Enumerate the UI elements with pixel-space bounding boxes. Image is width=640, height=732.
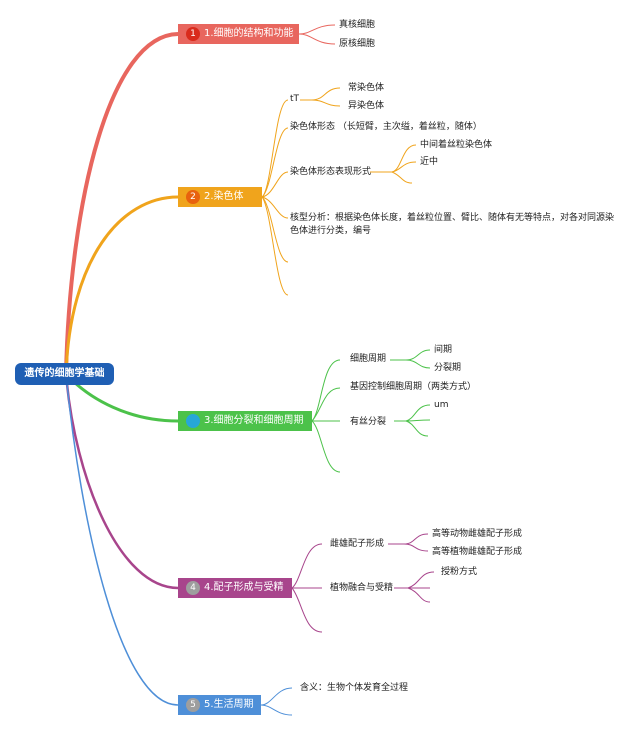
topic-label: 4.配子形成与受精: [204, 582, 284, 593]
node-fertilization[interactable]: 植物融合与受精: [330, 583, 394, 593]
node-heterochromatin[interactable]: 异染色体: [348, 101, 385, 111]
topic-gamete-formation[interactable]: 4 4.配子形成与受精: [178, 578, 292, 598]
node-animal-gametes[interactable]: 高等动物雌雄配子形成: [432, 529, 523, 539]
node-life-cycle-meaning[interactable]: 含义：生物个体发育全过程: [300, 683, 409, 693]
node-mitosis[interactable]: 有丝分裂: [350, 417, 387, 427]
node-interphase[interactable]: 间期: [434, 345, 453, 355]
globe-icon: [186, 414, 200, 428]
node-gamete-formation[interactable]: 雌雄配子形成: [330, 539, 385, 549]
topic-life-cycle[interactable]: 5 5.生活周期: [178, 695, 261, 715]
node-pollination[interactable]: 授粉方式: [441, 567, 478, 577]
number-1-icon: 1: [186, 27, 200, 41]
node-metacentric[interactable]: 中间着丝粒染色体: [420, 140, 493, 150]
topic-cell-division[interactable]: 3.细胞分裂和细胞周期: [178, 411, 312, 431]
node-euchromatin[interactable]: 常染色体: [348, 83, 385, 93]
topic-label: 5.生活周期: [204, 699, 254, 710]
node-karyotype-analysis[interactable]: 核型分析：根据染色体长度，着丝粒位置、臂比、随体有无等特点，对各对同源染色体进行…: [290, 213, 615, 236]
root-topic[interactable]: 遗传的细胞学基础: [15, 363, 114, 385]
node-eukaryote[interactable]: 真核细胞: [339, 20, 376, 30]
node-mitotic-phase[interactable]: 分裂期: [434, 363, 462, 373]
node-submetacentric[interactable]: 近中: [420, 157, 439, 167]
node-prokaryote[interactable]: 原核细胞: [339, 39, 376, 49]
topic-cell-structure[interactable]: 1 1.细胞的结构和功能: [178, 24, 299, 44]
topic-chromosome[interactable]: 2 2.染色体: [178, 187, 262, 207]
topic-label: 2.染色体: [204, 191, 244, 202]
node-tt[interactable]: tT: [290, 94, 300, 104]
number-4-icon: 4: [186, 581, 200, 595]
number-2-icon: 2: [186, 190, 200, 204]
node-chromosome-morphology[interactable]: 染色体形态 （长短臂，主次缢，着丝粒，随体）: [290, 122, 482, 132]
number-5-icon: 5: [186, 698, 200, 712]
node-cell-cycle[interactable]: 细胞周期: [350, 354, 387, 364]
node-gene-control[interactable]: 基因控制细胞周期（两类方式）: [350, 382, 477, 392]
topic-label: 1.细胞的结构和功能: [204, 28, 294, 39]
node-plant-gametes[interactable]: 高等植物雌雄配子形成: [432, 547, 523, 557]
node-um[interactable]: um: [434, 400, 449, 410]
node-morphology-forms[interactable]: 染色体形态表现形式: [290, 167, 372, 177]
topic-label: 3.细胞分裂和细胞周期: [204, 415, 304, 426]
